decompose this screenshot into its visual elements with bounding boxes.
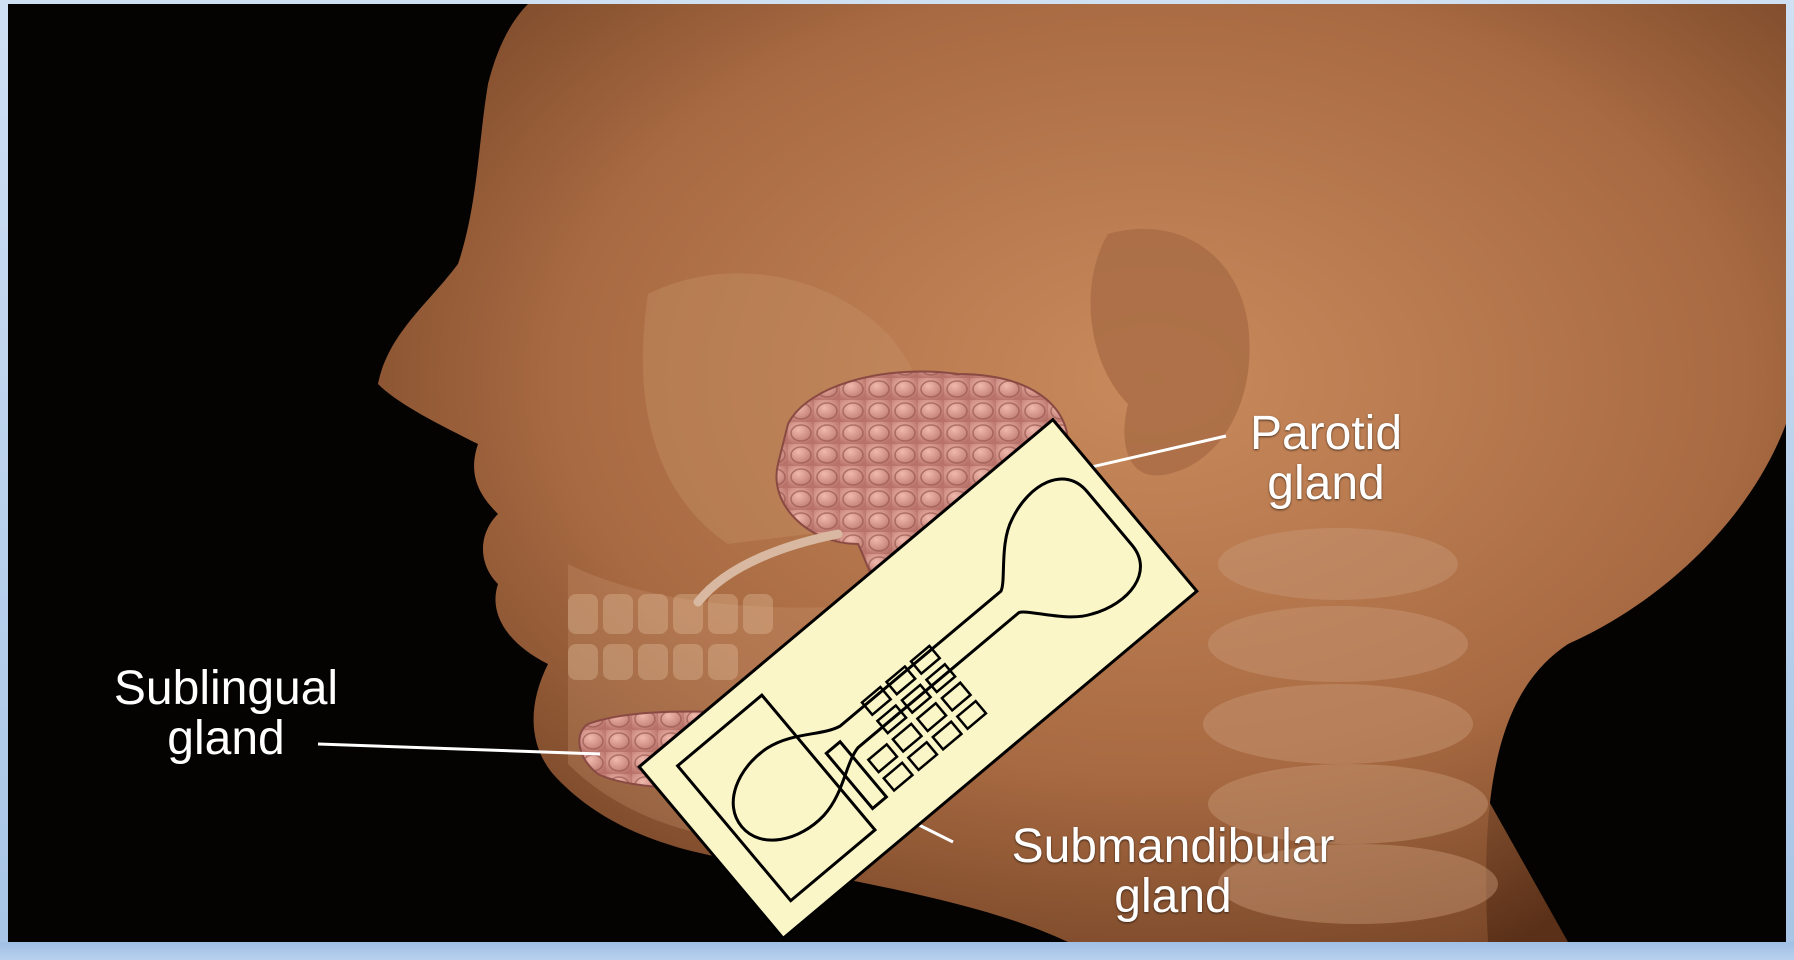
sublingual-label-line2: gland [76,714,376,764]
sublingual-gland-label: Sublingual gland [76,664,376,764]
slide-bottom-band [0,942,1794,960]
submandibular-gland-label: Submandibular gland [958,822,1388,922]
anatomy-figure: Parotid gland Sublingual gland Submandib… [8,4,1786,942]
submandibular-label-line2: gland [958,872,1388,922]
head-illustration [8,4,1786,942]
parotid-label-line2: gland [1236,459,1416,509]
parotid-label-line1: Parotid [1236,409,1416,459]
parotid-gland-label: Parotid gland [1236,409,1416,509]
sublingual-label-line1: Sublingual [76,664,376,714]
submandibular-label-line1: Submandibular [958,822,1388,872]
